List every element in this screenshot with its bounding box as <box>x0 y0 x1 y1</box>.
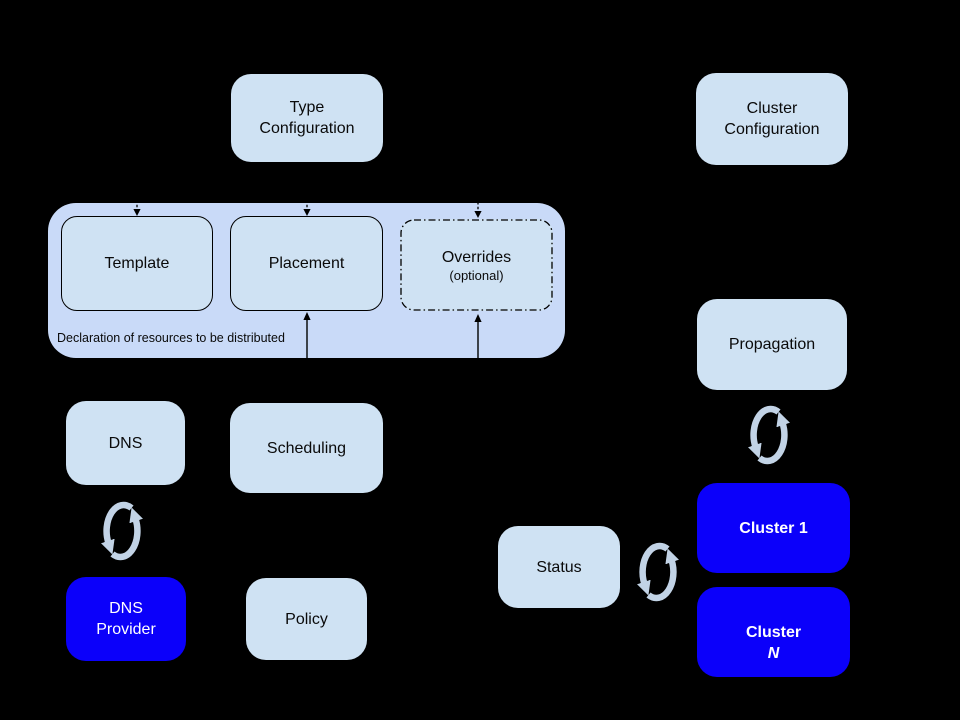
node-cluster-1: Cluster 1 <box>697 483 850 573</box>
sync-icon <box>748 405 790 465</box>
cluster-n-suffix: N <box>767 644 780 662</box>
node-dns-provider: DNS Provider <box>66 577 186 661</box>
node-cluster-n: Cluster N <box>697 587 850 677</box>
node-dns: DNS <box>66 401 185 485</box>
node-propagation: Propagation <box>697 299 847 390</box>
node-overrides: Overrides (optional) <box>400 219 553 311</box>
dash-dot-border <box>400 219 553 311</box>
node-scheduling: Scheduling <box>230 403 383 493</box>
node-policy: Policy <box>246 578 367 660</box>
node-placement: Placement <box>230 216 383 311</box>
group-caption: Declaration of resources to be distribut… <box>57 331 285 345</box>
node-type-configuration: Type Configuration <box>231 74 383 162</box>
node-template: Template <box>61 216 213 311</box>
sync-icon <box>101 501 143 561</box>
sync-icon <box>637 542 679 602</box>
cluster-n-prefix: Cluster <box>745 623 802 641</box>
overrides-label: Overrides <box>441 248 512 266</box>
node-cluster-configuration: Cluster Configuration <box>696 73 848 165</box>
node-status: Status <box>498 526 620 608</box>
overrides-sublabel: (optional) <box>449 267 504 283</box>
